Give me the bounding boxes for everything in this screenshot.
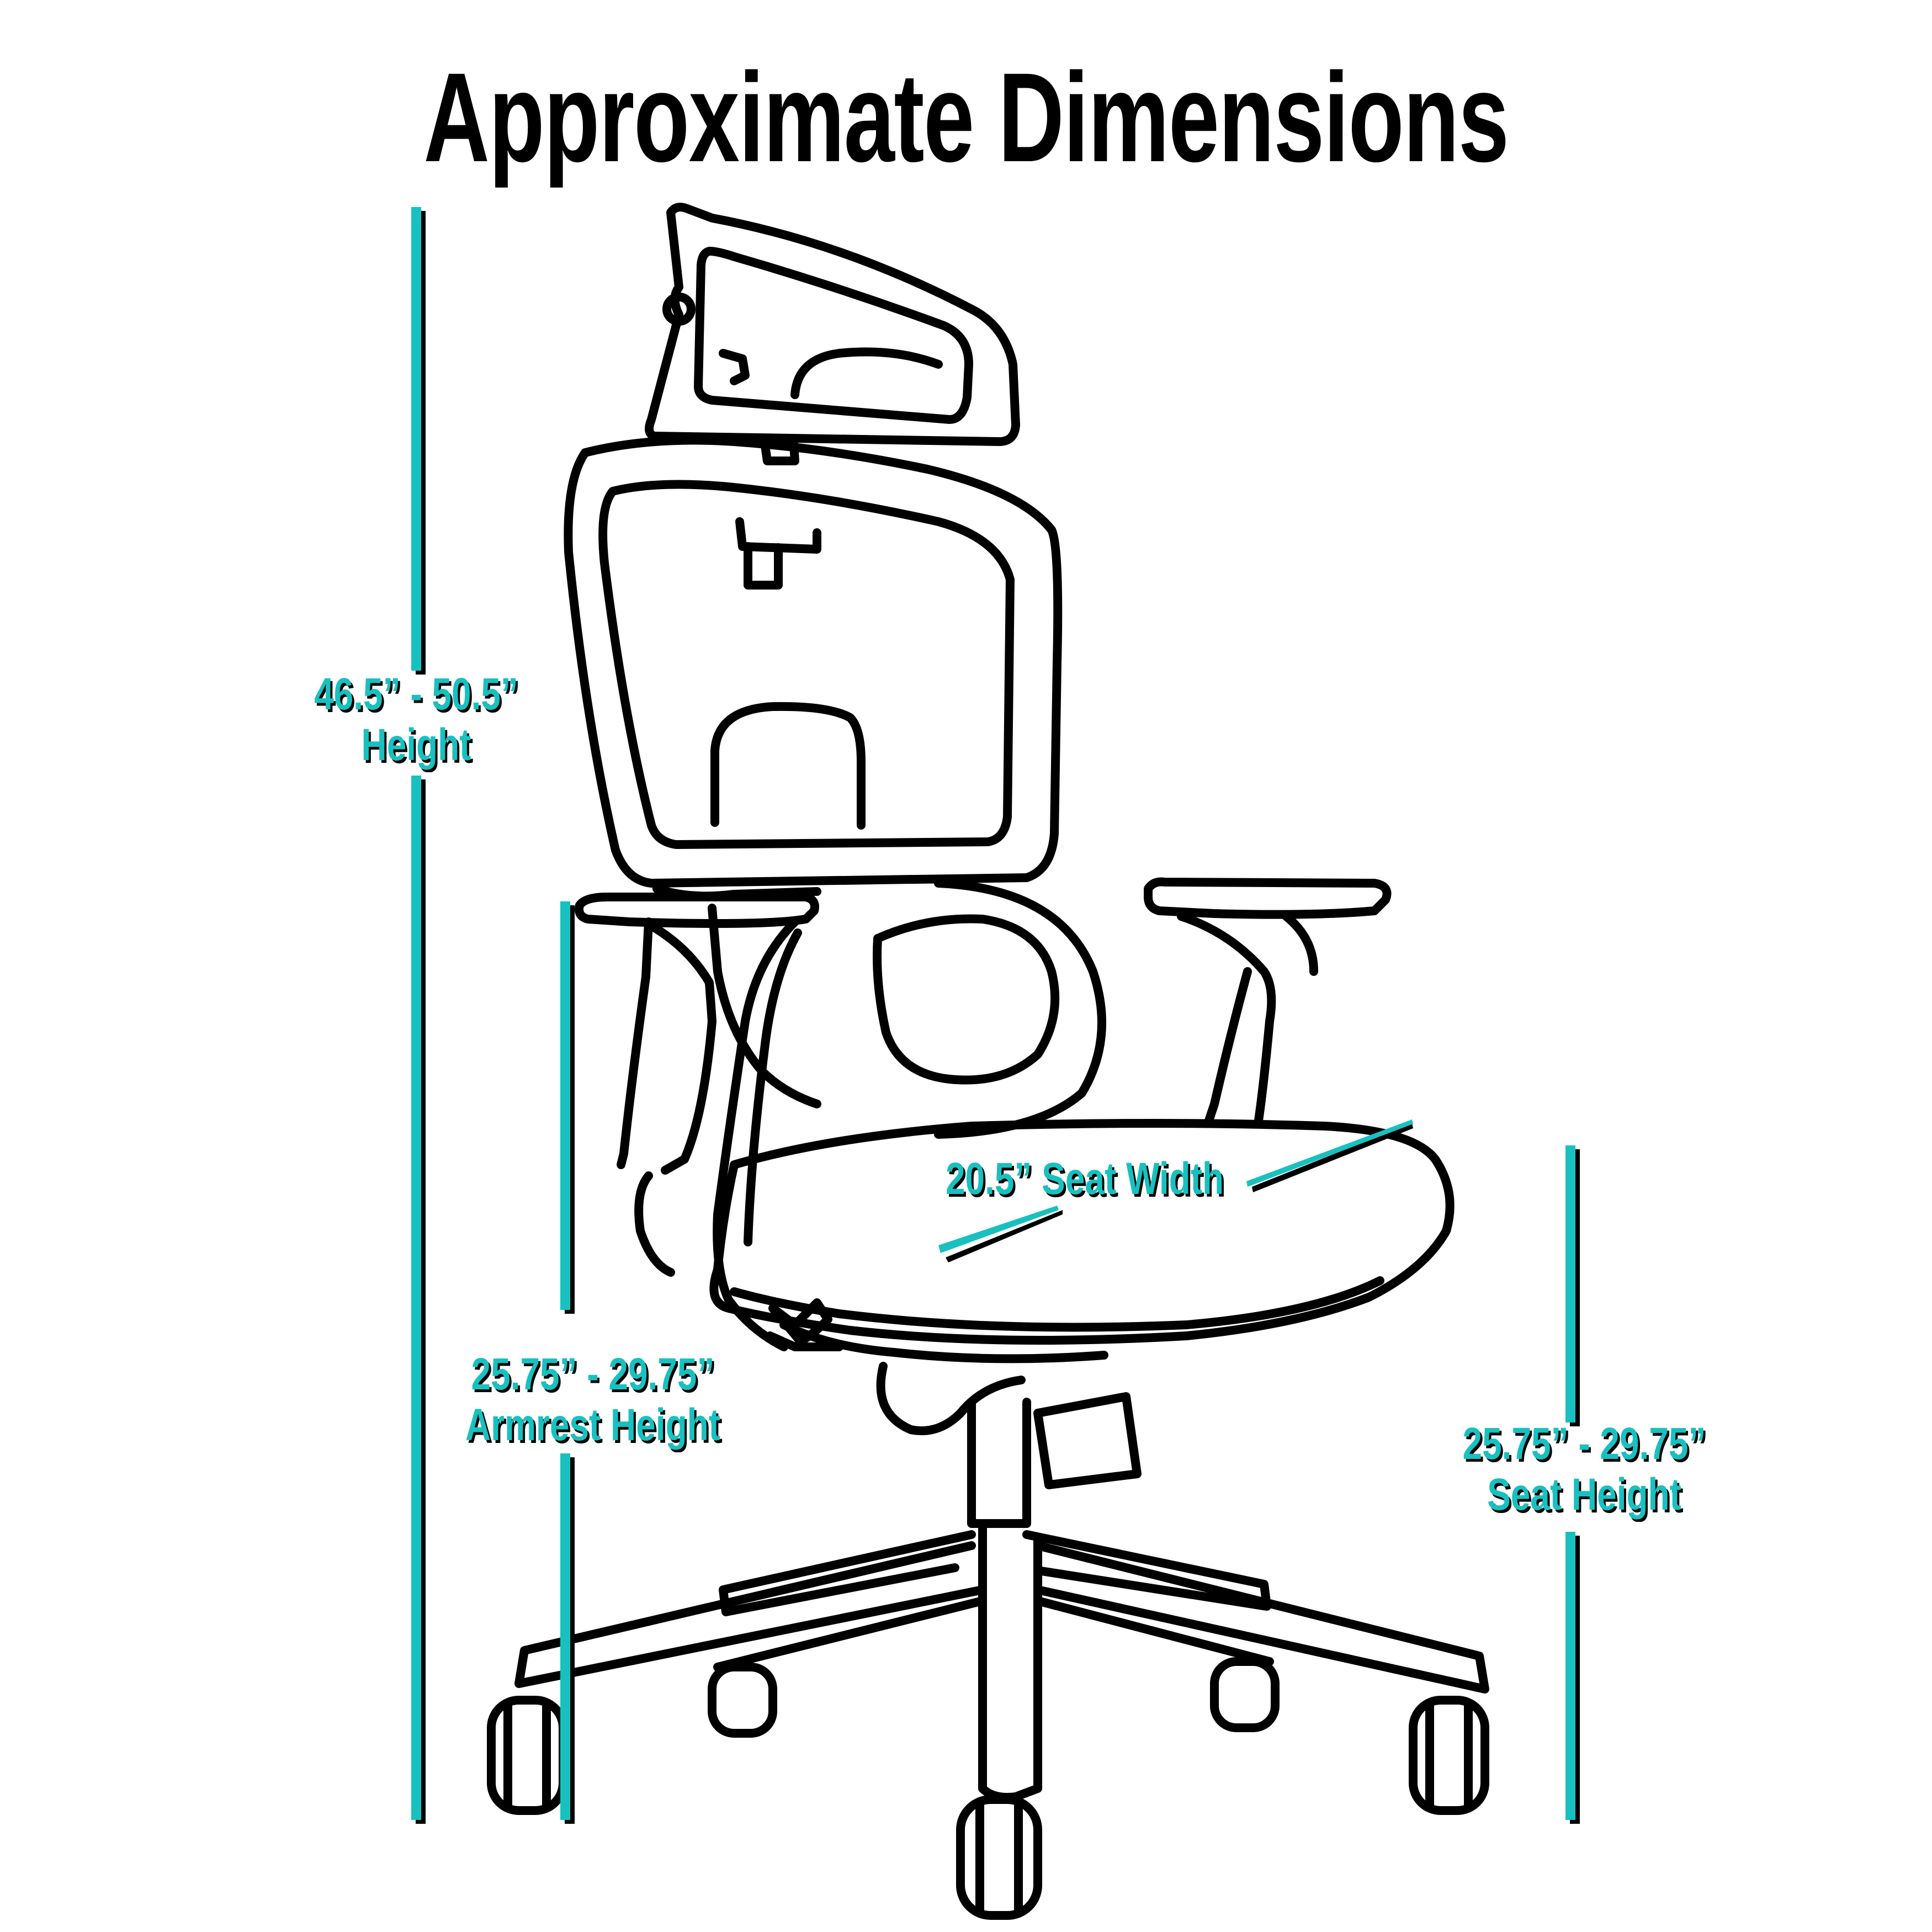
backrest-outline xyxy=(564,436,1063,888)
seat-height-label: 25.75” - 29.75” Seat Height xyxy=(1434,1419,1735,1520)
overall-height-range: 46.5” - 50.5” xyxy=(314,669,518,719)
right-armrest-outline xyxy=(1144,877,1392,1125)
seat-width-label: 20.5” Seat Width xyxy=(945,1154,1225,1204)
seat-outline xyxy=(709,1119,1455,1363)
overall-height-label: 46.5” - 50.5” Height xyxy=(287,669,545,771)
caster-wheels-outline xyxy=(487,1657,1489,1920)
page-title: Approximate Dimensions xyxy=(423,46,1509,188)
seat-width-caption: 20.5” Seat Width xyxy=(945,1154,1224,1204)
headrest-outline xyxy=(645,203,1020,446)
seat-height-range: 25.75” - 29.75” xyxy=(1462,1419,1706,1469)
seat-height-caption: Seat Height xyxy=(1487,1469,1681,1520)
armrest-height-caption: Armrest Height xyxy=(465,1400,721,1450)
armrest-height-range: 25.75” - 29.75” xyxy=(471,1349,715,1399)
left-armrest-outline xyxy=(575,893,819,1351)
armrest-height-label: 25.75” - 29.75” Armrest Height xyxy=(442,1349,744,1451)
dimension-lines xyxy=(411,207,1580,1824)
star-base-outline xyxy=(514,1530,1489,1694)
overall-height-caption: Height xyxy=(361,720,471,770)
